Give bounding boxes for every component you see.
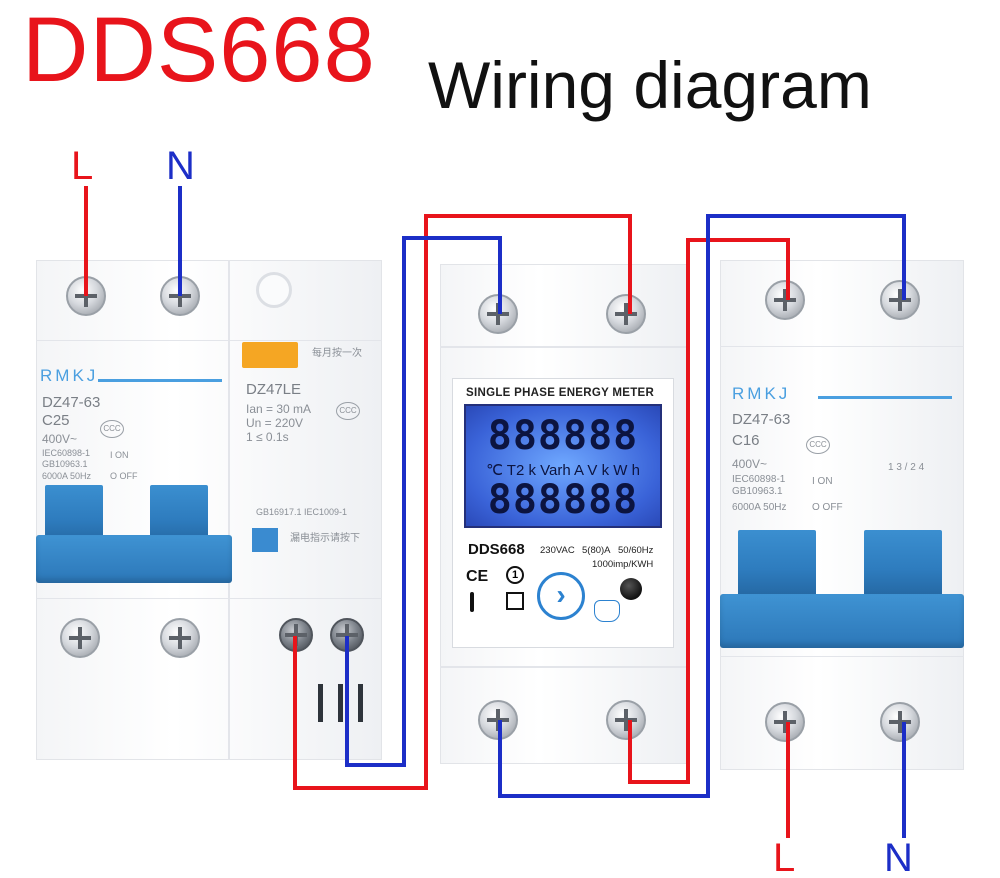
rcbo-bottom-seam	[36, 598, 382, 599]
rcbo-breaking: 6000A 50Hz	[42, 471, 92, 481]
rcbo-standard1: IEC60898-1	[42, 448, 91, 458]
meter-next-button[interactable]: ›	[537, 572, 585, 620]
rcbo-test-button-icon[interactable]	[256, 272, 292, 308]
meter-ce-mark: CE	[466, 568, 489, 585]
rcbo-toggle-2[interactable]	[150, 485, 208, 543]
rcbo-pin-2	[338, 684, 343, 722]
mcb-neutral-in-screw-icon	[880, 280, 920, 320]
lcd-digits-bottom: 888888	[487, 477, 639, 523]
meter-spec-current: 5(80)A	[582, 545, 611, 556]
meter-spec-imp: 1000imp/KWH	[592, 559, 654, 570]
rcbo-pin-3	[358, 684, 363, 722]
rcbo-pin-1	[318, 684, 323, 722]
rcbo-ccc-icon: CCC	[100, 420, 124, 438]
mcb-terminals: 1 3 / 2 4	[888, 462, 925, 473]
meter-class-icon: 1	[506, 566, 524, 584]
meter-pulse-led-icon	[620, 578, 642, 600]
rcbo-test-square-icon[interactable]	[252, 528, 278, 552]
rcbo-rcd-ian: Ian = 30 mA	[246, 402, 312, 416]
rcbo-rcd-std: GB16917.1 IEC1009-1	[256, 507, 348, 517]
meter-lcd: 888888 ℃ T2 k Varh A V k W h 888888	[464, 404, 662, 528]
mcb-lever[interactable]	[720, 594, 964, 648]
mcb-line-out-screw-icon	[765, 702, 805, 742]
output-live-label: L	[773, 836, 796, 878]
meter-spec-freq: 50/60Hz	[618, 545, 654, 556]
meter-neutral-out-screw-icon	[606, 700, 646, 740]
meter-double-insulation-icon	[506, 592, 524, 610]
meter-spec-voltage: 230VAC	[540, 545, 575, 556]
rcbo-rcd-time: 1 ≤ 0.1s	[246, 430, 289, 444]
input-neutral-label: N	[166, 144, 195, 188]
rcbo-on-label: I ON	[110, 450, 129, 460]
rcbo-rcd-model: DZ47LE	[246, 381, 302, 398]
mcb-top-seam	[720, 346, 964, 347]
rcbo-note-top: 每月按一次	[312, 348, 362, 359]
rcbo-standard2: GB10963.1	[42, 459, 88, 469]
rcbo-voltage: 400V~	[42, 432, 78, 446]
rcbo-lever[interactable]	[36, 535, 232, 583]
mcb-breaking: 6000A 50Hz	[732, 502, 787, 513]
mcb-line-in-screw-icon	[765, 280, 805, 320]
rcbo-indicator-tab	[242, 342, 298, 368]
title-model: DDS668	[22, 0, 376, 101]
meter-line-out-screw-icon	[478, 700, 518, 740]
rcbo-neutral-in-screw-icon	[160, 276, 200, 316]
mcb-model: DZ47-63	[732, 411, 791, 428]
rcbo-bottom-left-screw-icon	[60, 618, 100, 658]
mcb-rating: C16	[732, 432, 760, 449]
rcbo-neutral-out-screw-icon	[330, 618, 364, 652]
rcbo-brand-bar	[98, 379, 222, 382]
mcb-ccc-icon: CCC	[806, 436, 830, 454]
rcbo-line-out-screw-icon	[279, 618, 313, 652]
meter-model: DDS668	[468, 541, 525, 558]
meter-neutral-in-screw-icon	[478, 294, 518, 334]
rcbo-divider	[228, 260, 230, 760]
title-text: Wiring diagram	[428, 48, 872, 122]
rcbo-line-in-screw-icon	[66, 276, 106, 316]
rcbo-toggle-1[interactable]	[45, 485, 103, 543]
mcb-brand: RMKJ	[732, 384, 791, 403]
rcbo-brand: RMKJ	[40, 366, 99, 385]
rcbo-rcd-ccc-icon: CCC	[336, 402, 360, 420]
mcb-brand-bar	[818, 396, 952, 399]
meter-line-in-screw-icon	[606, 294, 646, 334]
mcb-voltage: 400V~	[732, 457, 768, 471]
lcd-digits-top: 888888	[487, 413, 639, 459]
mcb-standard2: GB10963.1	[732, 486, 783, 497]
rcbo-bottom-right-screw-icon	[160, 618, 200, 658]
meter-header: SINGLE PHASE ENERGY METER	[466, 387, 655, 399]
mcb-neutral-out-screw-icon	[880, 702, 920, 742]
meter-hand-icon	[594, 600, 620, 622]
mcb-off-label: O OFF	[812, 502, 843, 513]
meter-thermo-icon	[470, 592, 474, 612]
rcbo-top-seam	[36, 340, 382, 341]
rcbo-model: DZ47-63	[42, 394, 101, 411]
meter-top-seam	[440, 346, 688, 348]
mcb-toggle-1[interactable]	[738, 530, 816, 596]
input-live-label: L	[71, 144, 94, 188]
meter-bottom-seam	[440, 666, 688, 668]
output-neutral-label: N	[884, 836, 913, 878]
mcb-standard1: IEC60898-1	[732, 474, 786, 485]
mcb-body	[720, 260, 964, 770]
rcbo-rating: C25	[42, 412, 70, 429]
mcb-bottom-seam	[720, 656, 964, 657]
rcbo-off-label: O OFF	[110, 471, 138, 481]
mcb-toggle-2[interactable]	[864, 530, 942, 596]
rcbo-rcd-un: Un = 220V	[246, 416, 304, 430]
mcb-on-label: I ON	[812, 476, 833, 487]
rcbo-note-bottom: 漏电指示请按下	[290, 533, 360, 544]
